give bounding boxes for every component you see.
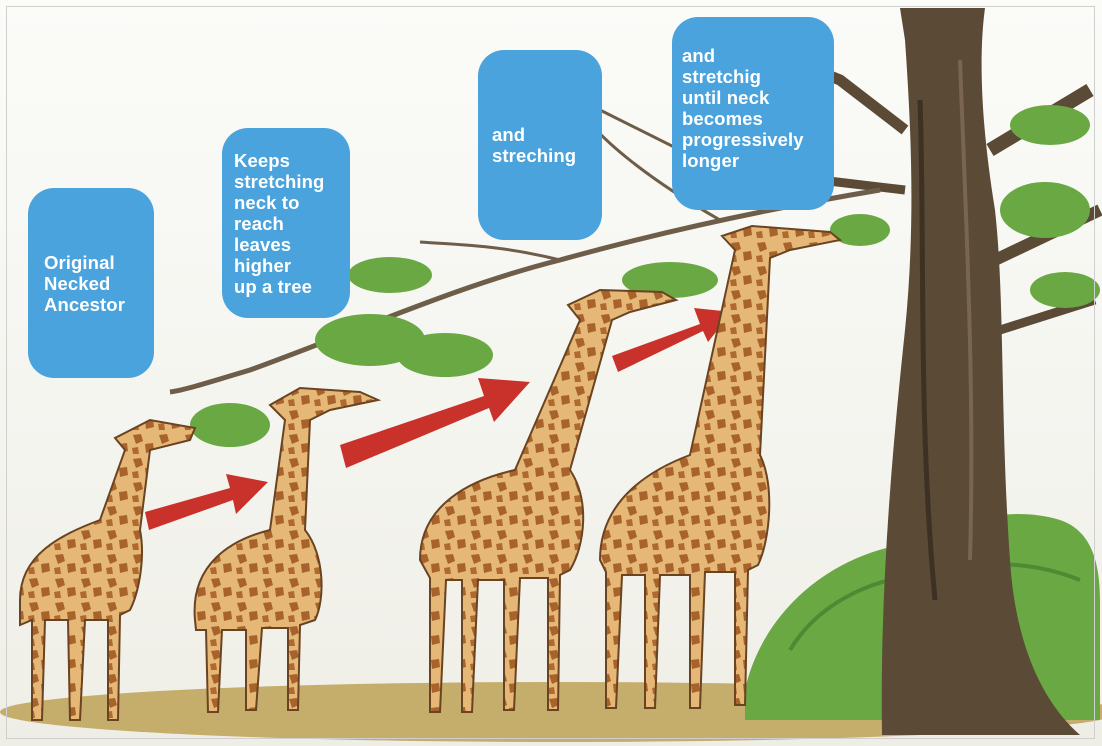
arrow-2 <box>340 378 530 468</box>
giraffe-long-neck <box>598 224 843 709</box>
tree <box>169 8 1102 735</box>
stage-4-label: and stretchig until neck becomes progres… <box>672 17 834 210</box>
progression-arrows <box>145 308 732 530</box>
giraffe-stretching <box>193 386 382 713</box>
stage-1-label: Original Necked Ancestor <box>28 188 154 378</box>
arrow-1 <box>145 474 268 530</box>
stage-3-label: and streching <box>478 50 602 240</box>
stage-2-label: Keeps stretching neck to reach leaves hi… <box>222 128 350 318</box>
arrow-3 <box>612 308 732 372</box>
giraffe-longer-neck <box>418 288 679 713</box>
leaves <box>190 105 1100 447</box>
giraffe-ancestor <box>19 418 197 721</box>
